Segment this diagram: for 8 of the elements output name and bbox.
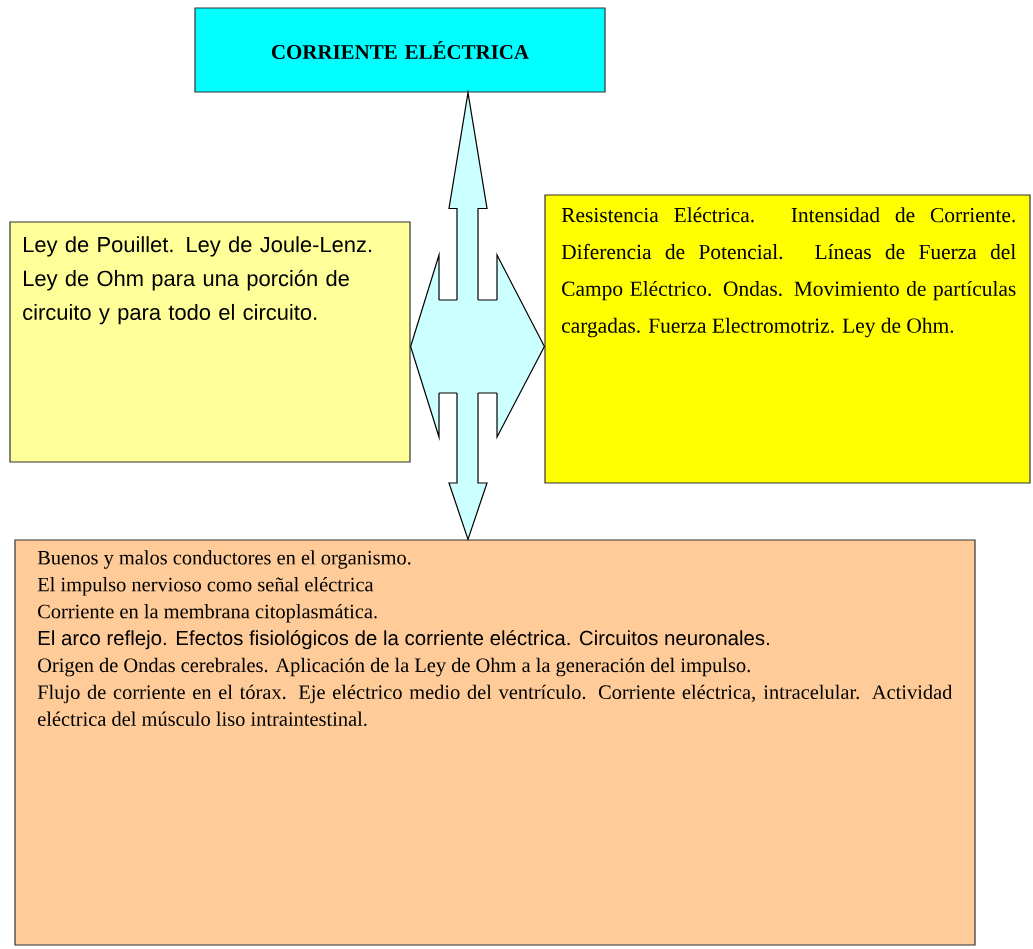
text-box: Ley de Pouillet. Ley de Joule-Lenz. Ley de Ohm para una porción de circuito y para todo el circuito. [9, 221, 411, 463]
block-arrow [409, 251, 440, 441]
block-arrow [496, 252, 546, 440]
text-box: Buenos y malos conductores en el organismo. El impulso nervioso como señal eléctrica Corriente en la membrana citoplasmática. El arco reflejo. Efectos fisiológicos de la corriente eléctrica. Circuitos neuronales. Origen de Ondas cerebrales. Aplicación de la Ley de Ohm a la generación del impulso. Flujo de corriente en el tórax. Eje eléctrico medio del ventrículo. Corriente eléctrica, intracelular. Actividad eléctrica del músculo liso intraintestinal. [14, 539, 976, 946]
arrow-hub [438, 299, 498, 394]
block-arrow [448, 392, 488, 542]
title-box: CORRIENTE ELÉCTRICA [194, 7, 606, 93]
text-box: Resistencia Eléctrica. Intensidad de Corriente. Diferencia de Potencial. Líneas de Fuerza del Campo Eléctrico. Ondas. Movimiento de partículas cargadas. Fuerza Electromotriz. Ley de Ohm. [544, 194, 1031, 484]
